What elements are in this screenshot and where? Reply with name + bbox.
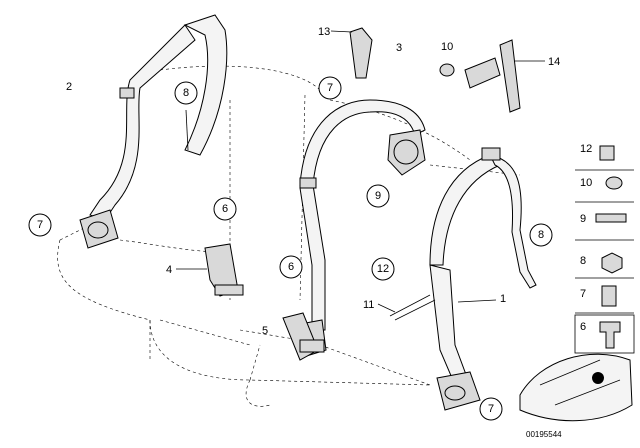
right-belt-assembly [429,147,537,411]
part-10-nut [439,63,455,77]
callout-6-center: 6 [279,255,303,279]
callout-6-left: 6 [213,197,237,221]
callout-12: 12 [371,257,395,281]
label-13: 13 [318,26,330,38]
part-11-strap [389,294,436,321]
legend-label-6: 6 [580,321,586,333]
label-2: 2 [66,81,72,93]
belt-guide-center [299,177,317,189]
belt-guide-left [119,87,135,99]
legend-label-8: 8 [580,255,586,267]
label-14: 14 [548,56,560,68]
fastener-legend: 12 10 9 8 7 6 [574,143,635,354]
buckle-5 [282,312,325,361]
label-5: 5 [262,325,268,337]
callout-8-right-text: 8 [538,229,544,241]
vehicle-locator-thumbnail [519,353,633,422]
label-10: 10 [441,41,453,53]
callout-9-text: 9 [375,190,381,202]
callout-7-top-text: 7 [327,82,333,94]
callout-7-bottom: 7 [479,397,503,421]
legend-label-10: 10 [580,177,592,189]
belt-guide-right [481,147,501,161]
callout-6-left-text: 6 [222,203,228,215]
callout-8-left: 8 [174,81,198,105]
callout-12-text: 12 [377,263,389,275]
callout-7-left-text: 7 [37,219,43,231]
label-1: 1 [500,293,506,305]
legend-label-7: 7 [580,288,586,300]
callout-8-left-text: 8 [183,87,189,99]
legend-label-12: 12 [580,143,592,155]
callout-9: 9 [366,184,390,208]
left-belt-assembly [79,14,228,249]
label-4: 4 [166,264,172,276]
label-3: 3 [396,42,402,54]
callout-7-left: 7 [28,213,52,237]
buckle-4 [204,243,244,297]
document-id: 00195544 [526,430,562,439]
callout-7-bottom-text: 7 [488,403,494,415]
callout-8-right: 8 [529,223,553,247]
callout-6-center-text: 6 [288,261,294,273]
part-13-bracket [349,27,373,79]
callout-7-top: 7 [318,76,342,100]
center-belt-assembly [294,99,426,359]
part-14-rail [464,39,521,113]
location-marker-icon [592,372,604,384]
label-11: 11 [363,299,374,311]
legend-label-9: 9 [580,213,586,225]
